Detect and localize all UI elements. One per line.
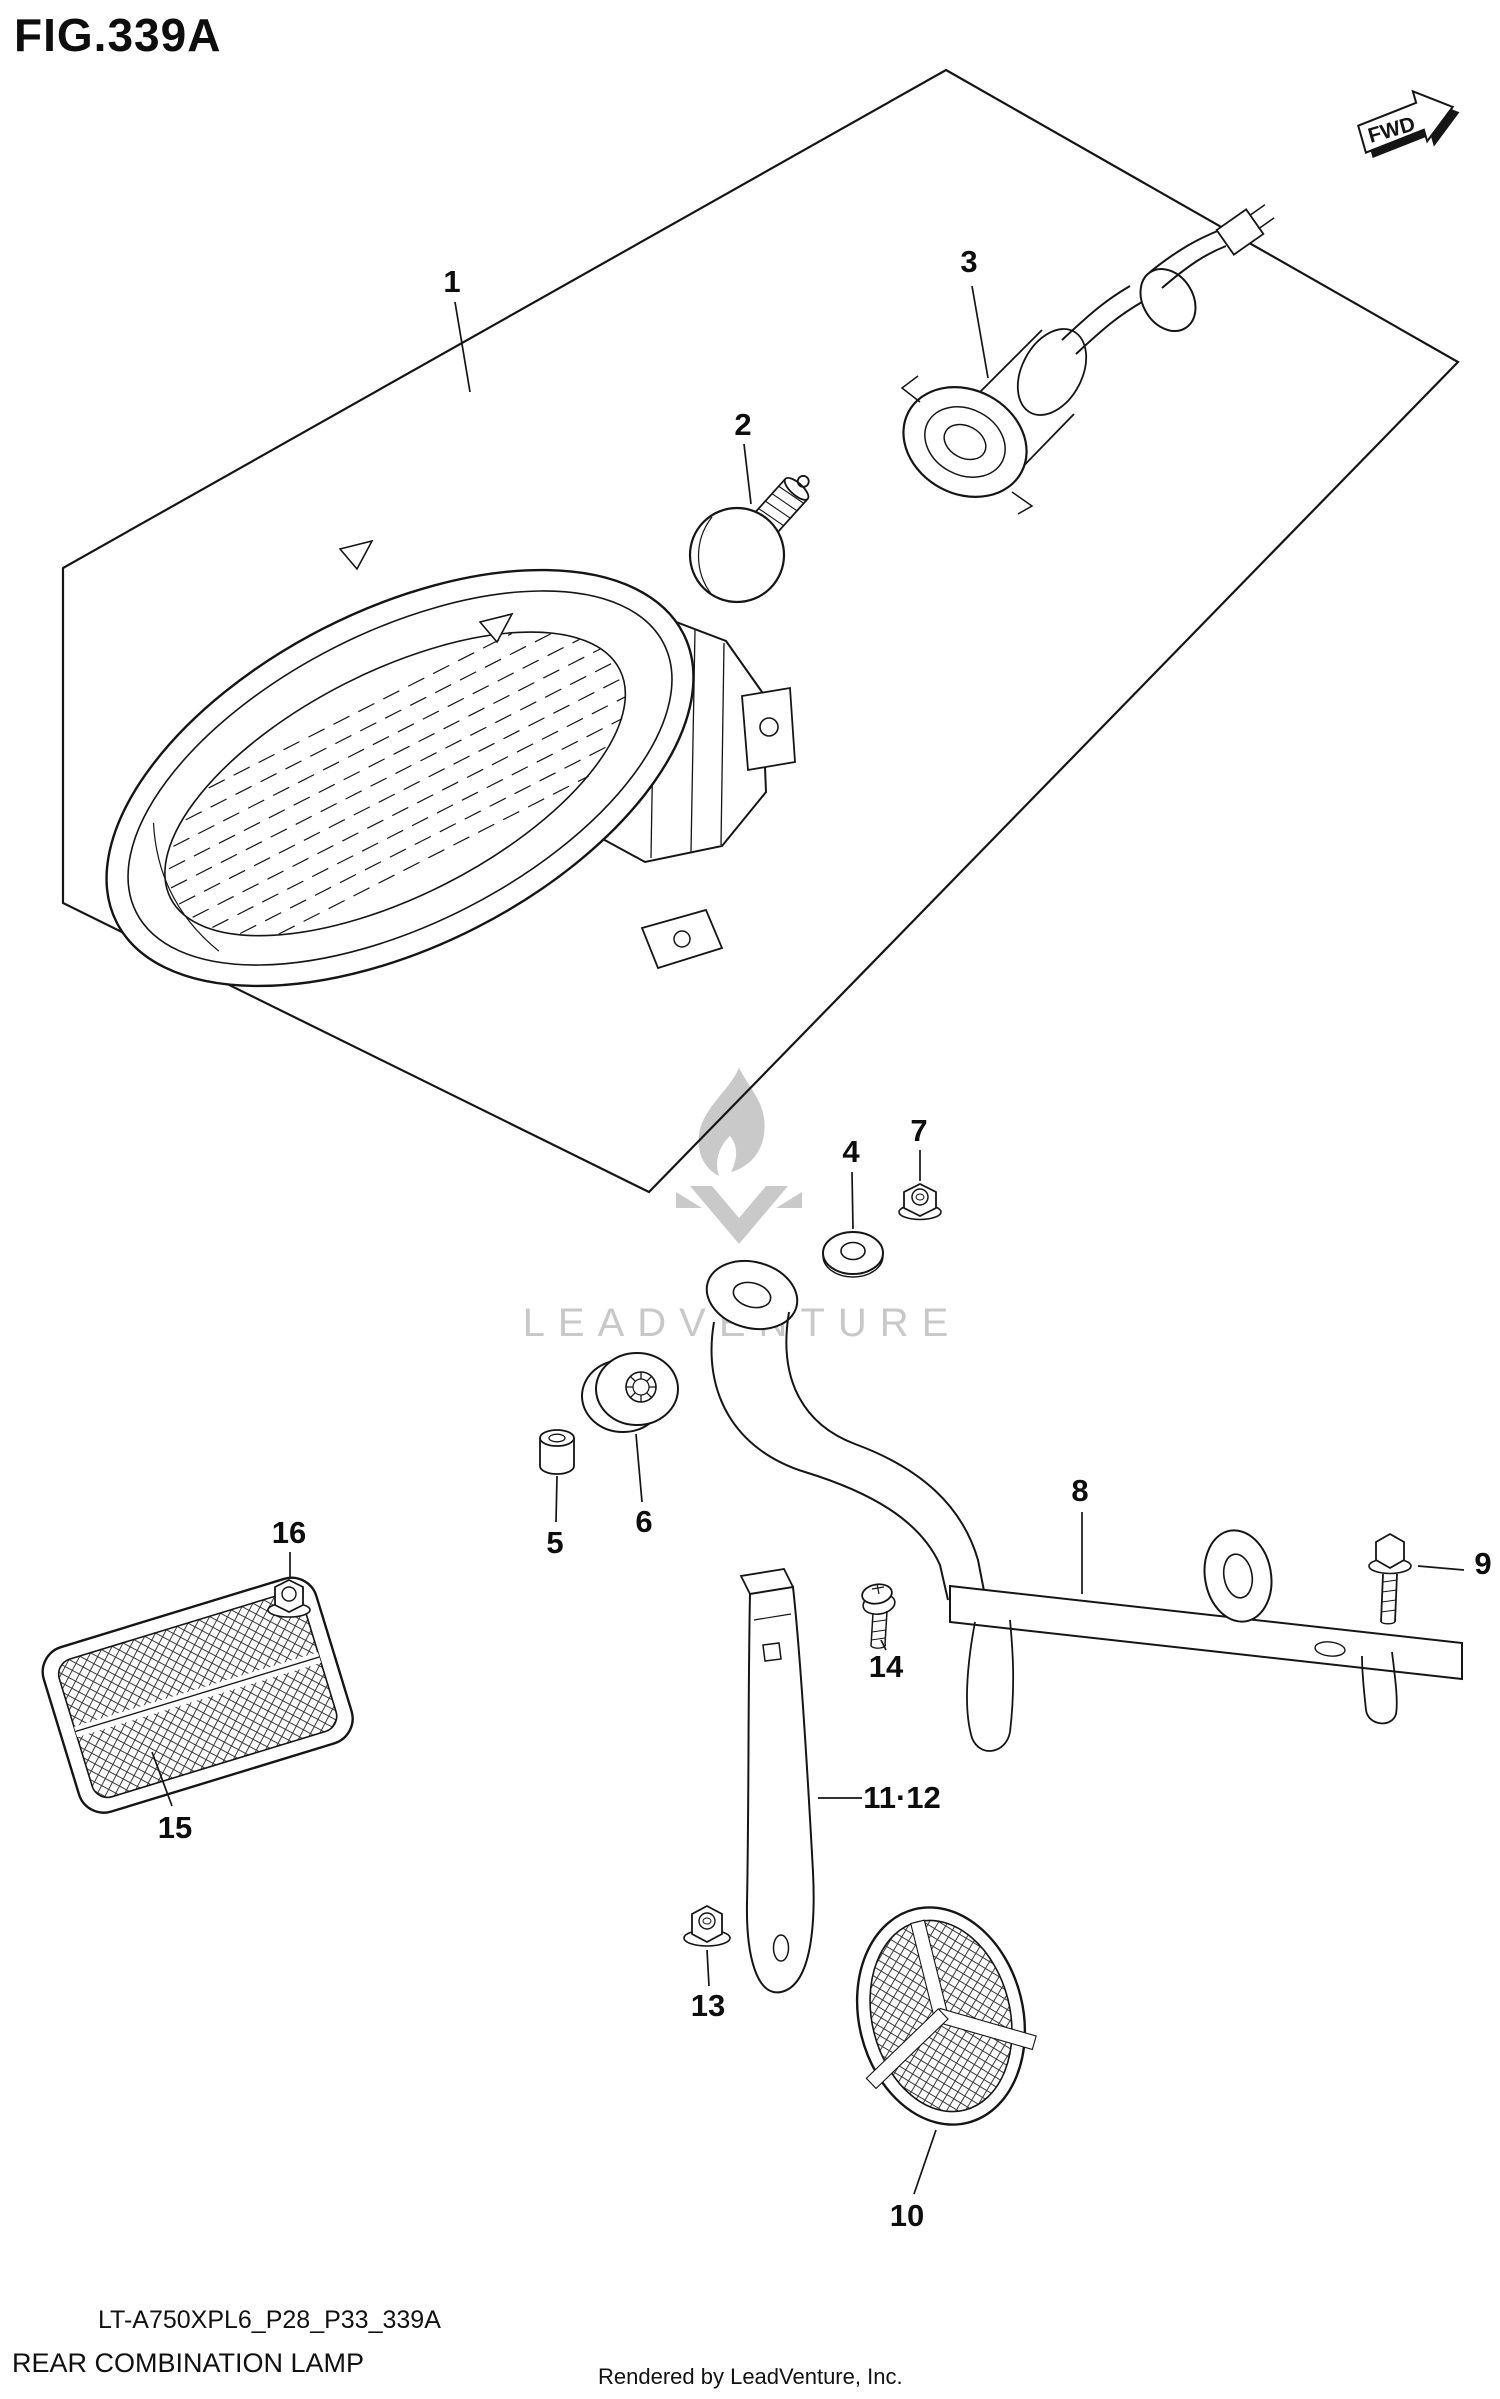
leader-3 xyxy=(971,285,989,379)
part-4-washer xyxy=(822,1231,884,1278)
part-1-lamp-assembly xyxy=(105,539,796,988)
callout-14: 14 xyxy=(868,1649,904,1684)
part-14-screw xyxy=(861,1583,896,1649)
leader-lines xyxy=(151,285,1465,2195)
callout-7: 7 xyxy=(910,1113,928,1148)
footer-figure-name: REAR COMBINATION LAMP xyxy=(12,2348,365,2378)
leader-13 xyxy=(706,1949,710,1987)
figure-title: FIG.339A xyxy=(14,9,222,61)
callout-10: 10 xyxy=(889,2198,925,2233)
footer-part-code: LT-A750XPL6_P28_P33_339A xyxy=(98,2306,441,2334)
leader-6 xyxy=(635,1433,643,1503)
callout-6: 6 xyxy=(635,1504,653,1539)
leadventure-logo-icon xyxy=(676,1068,802,1244)
callout-16: 16 xyxy=(271,1515,307,1550)
part-9-bolt xyxy=(1368,1532,1412,1625)
callout-8: 8 xyxy=(1071,1473,1089,1508)
fwd-arrow-icon: FWD xyxy=(1356,89,1460,158)
callout-15: 15 xyxy=(157,1810,193,1845)
callout-2: 2 xyxy=(734,407,752,442)
callout-4: 4 xyxy=(842,1134,860,1169)
part-6-grommet xyxy=(581,1352,679,1433)
leader-15 xyxy=(151,1751,173,1807)
part-5-spacer xyxy=(539,1429,575,1475)
callout-5: 5 xyxy=(546,1525,564,1560)
part-10-round-reflector xyxy=(855,1906,1037,2126)
part-8-bracket xyxy=(705,1259,1463,1752)
leader-2 xyxy=(743,443,752,505)
leader-9 xyxy=(1417,1565,1465,1571)
leader-4 xyxy=(851,1171,854,1230)
leader-10 xyxy=(913,2129,937,2195)
part-15-rect-reflector xyxy=(41,1576,354,1814)
part-11-12-bracket-strap xyxy=(739,1568,815,1994)
callout-1: 1 xyxy=(443,264,461,299)
part-7-nut xyxy=(898,1182,942,1221)
part-2-bulb xyxy=(688,475,810,604)
leader-5 xyxy=(555,1475,558,1523)
callout-9: 9 xyxy=(1474,1546,1492,1581)
part-3-socket xyxy=(900,204,1275,515)
callout-3: 3 xyxy=(960,244,978,279)
leader-1 xyxy=(454,301,471,393)
assembly-boundary-box xyxy=(61,68,1460,1194)
part-13-nut xyxy=(683,1904,731,1947)
callout-11-12: 11·12 xyxy=(863,1780,941,1815)
callout-13: 13 xyxy=(690,1988,726,2023)
part-16-nut xyxy=(267,1578,311,1618)
leader-14 xyxy=(880,1639,887,1651)
footer-credit: Rendered by LeadVenture, Inc. xyxy=(598,2364,903,2389)
